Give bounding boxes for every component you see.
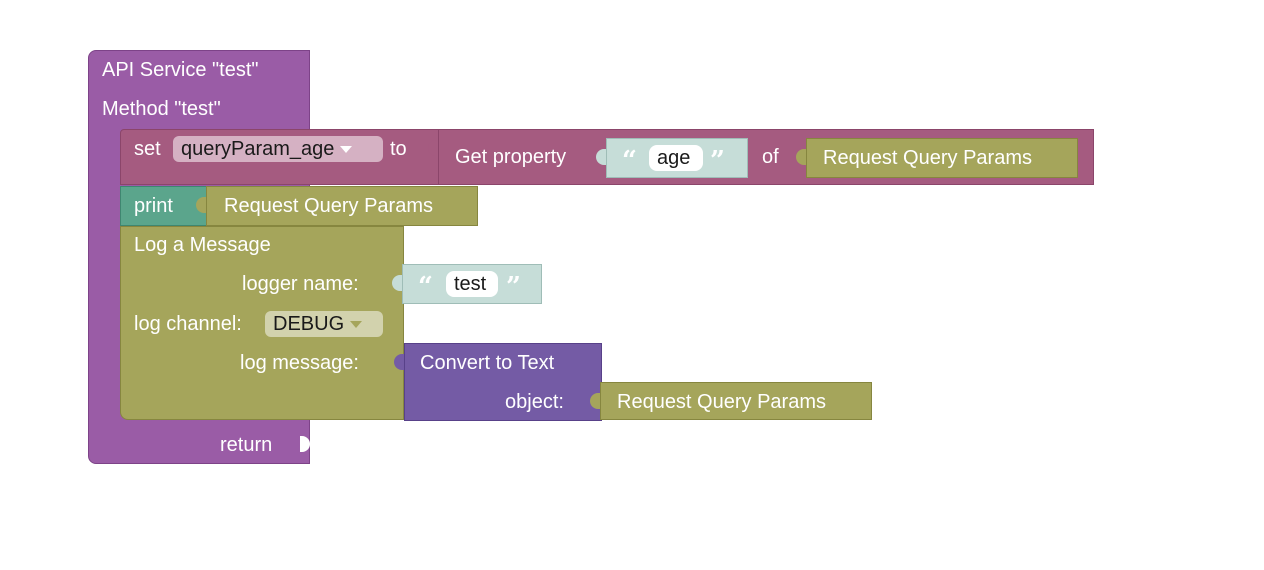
variable-dropdown[interactable]: queryParam_age xyxy=(173,136,383,162)
text-block-age-notch xyxy=(596,149,606,165)
return-label: return xyxy=(220,434,273,456)
logger-name-text-value: test xyxy=(454,273,487,295)
request-query-params-block-1[interactable] xyxy=(806,138,1078,178)
get-property-label: Get property xyxy=(455,146,567,168)
api-service-title: API Service "test" xyxy=(102,59,259,81)
log-message-label: log message: xyxy=(240,352,359,374)
request-query-params-label-2: Request Query Params xyxy=(224,195,433,217)
close-quote-icon: ” xyxy=(506,272,521,302)
close-quote-icon: ” xyxy=(710,146,725,176)
request-query-params-block-3[interactable] xyxy=(600,382,872,420)
request-query-params-notch-3 xyxy=(590,393,600,409)
log-channel-label: log channel: xyxy=(134,313,242,335)
convert-to-text-block[interactable] xyxy=(404,343,602,421)
print-label: print xyxy=(134,195,173,217)
of-label: of xyxy=(762,146,779,168)
variable-dropdown-value: queryParam_age xyxy=(181,138,335,160)
convert-to-text-title: Convert to Text xyxy=(420,352,555,374)
convert-to-text-notch xyxy=(394,354,404,370)
set-label: set xyxy=(134,138,161,160)
method-title: Method "test" xyxy=(102,98,221,120)
log-message-title: Log a Message xyxy=(134,234,271,256)
log-channel-dropdown[interactable]: DEBUG xyxy=(265,311,383,337)
logger-name-label: logger name: xyxy=(242,273,359,295)
open-quote-icon: “ xyxy=(622,146,637,176)
request-query-params-label-1: Request Query Params xyxy=(823,147,1032,169)
to-label: to xyxy=(390,138,407,160)
request-query-params-notch-2 xyxy=(196,197,206,213)
get-property-input-notch xyxy=(428,140,438,156)
print-block[interactable] xyxy=(120,186,210,226)
chevron-down-icon xyxy=(350,321,363,329)
return-input-socket[interactable] xyxy=(300,436,310,452)
logger-name-text-field[interactable]: test xyxy=(446,271,498,297)
open-quote-icon: “ xyxy=(418,272,433,302)
age-text-value: age xyxy=(657,147,691,169)
request-query-params-block-2[interactable] xyxy=(206,186,478,226)
request-query-params-label-3: Request Query Params xyxy=(617,391,826,413)
log-channel-value: DEBUG xyxy=(273,313,345,335)
text-block-test-notch xyxy=(392,275,402,291)
age-text-field[interactable]: age xyxy=(649,145,703,171)
object-label: object: xyxy=(505,391,564,413)
request-query-params-notch-1 xyxy=(796,149,806,165)
chevron-down-icon xyxy=(340,146,353,154)
